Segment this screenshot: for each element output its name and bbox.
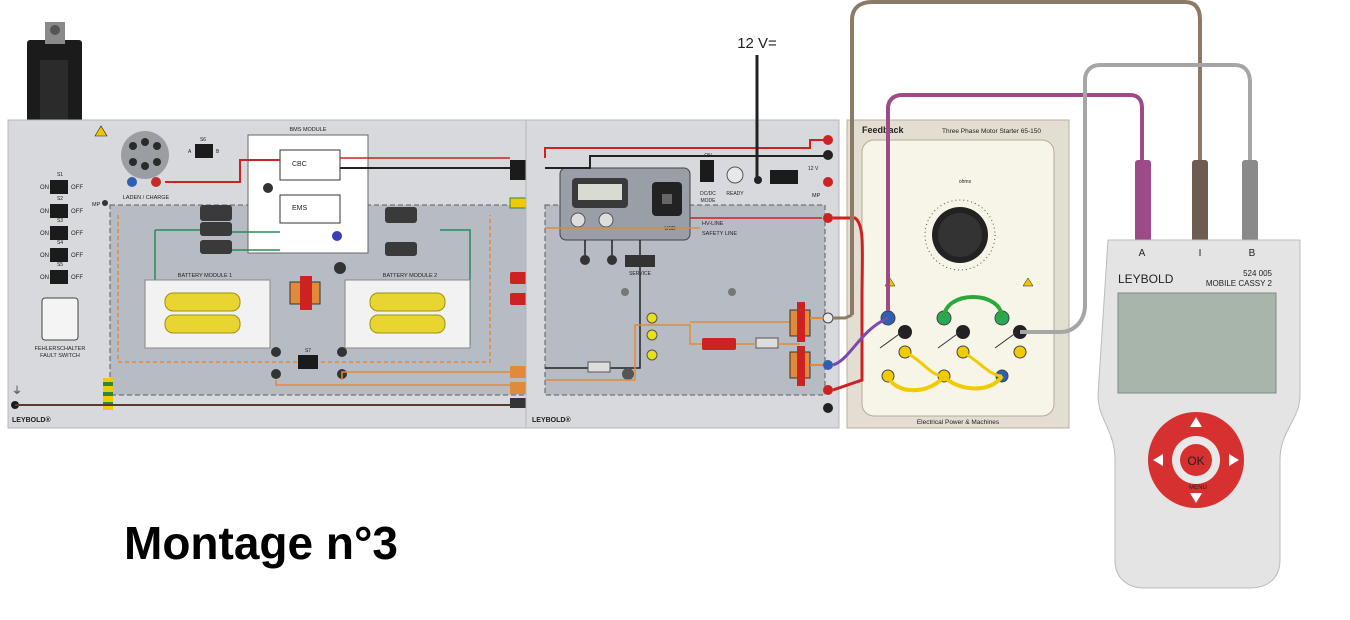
model-number: 524 005 [1243,269,1272,278]
off-label: OFF [71,275,83,281]
battery-module-1: BATTERY MODULE 1 [144,273,271,349]
off-label: OFF [71,231,83,237]
s7-label: S7 [305,348,311,354]
up-arrow-icon[interactable] [1190,417,1202,427]
service-label: SERVICE [629,271,652,277]
twelve-v-label: 12 V [808,166,819,172]
model-name: MOBILE CASSY 2 [1206,279,1273,288]
toggle-switch[interactable] [50,226,68,240]
on-label: ON [40,231,49,237]
toggle-switch[interactable] [50,204,68,218]
s7-switch[interactable] [298,355,318,369]
mp-label: MP [812,193,821,199]
cassy-screen [1117,292,1277,394]
right-arrow-icon[interactable] [1229,454,1239,466]
off-label: OFF [71,253,83,259]
toggle-switch[interactable] [50,248,68,262]
s6-label: S6 [200,137,206,143]
on-label: ON [40,209,49,215]
ready-label: READY [726,191,744,197]
dcdc-label: DC/DC [700,191,716,197]
on-label: ON [40,253,49,259]
on-label: ON [40,185,49,191]
feedback-brand: Feedback [862,125,905,135]
socket-red[interactable] [823,385,833,395]
toggle-switch[interactable] [50,180,68,194]
warning-icon [1022,277,1034,287]
fault-switch-label: FAULT SWITCH [40,353,80,359]
dial-label: ohms [959,179,972,185]
probe-plug-b[interactable] [1242,160,1258,242]
battery1-label: BATTERY MODULE 1 [178,273,232,279]
left-arrow-icon[interactable] [1153,454,1163,466]
motor-starter-title: Three Phase Motor Starter 65-150 [942,128,1041,135]
switch-label: S4 [57,240,63,246]
switch-label: S1 [57,172,63,178]
down-arrow-icon[interactable] [1190,493,1202,503]
off-label: OFF [71,209,83,215]
switch-column: S1 ON OFF S2 ON OFF S3 ON OFF S4 ON [40,172,83,284]
warning-icon [94,125,108,137]
s6-b-label: B [216,149,220,155]
fault-switch-label: FEHLERSCHALTER [35,346,86,352]
off-label: OFF [71,185,83,191]
battery-panel: S1 ON OFF S2 ON OFF S3 ON OFF S4 ON [7,119,545,429]
s6-switch[interactable] [195,144,213,158]
motor-starter: Feedback Three Phase Motor Starter 65-15… [846,119,1070,429]
socket-blue[interactable] [823,360,833,370]
ground-icon: ⏚ [12,385,22,397]
hv-line-label: HV-LINE [702,221,724,227]
mode-label: MODE [701,198,717,204]
usb-label: USB [664,226,676,232]
charge-label: LADEN / CHARGE [123,195,170,201]
socket-yellow[interactable] [1013,345,1027,359]
display-unit: USB [559,167,691,241]
switch-label: S2 [57,196,63,202]
menu-label: MENU [1189,485,1207,491]
charge-socket-blue[interactable] [127,177,137,187]
battery-module-2: BATTERY MODULE 2 [344,273,471,349]
socket-black[interactable] [823,403,833,413]
toggle-switch[interactable] [50,270,68,284]
page-title: Montage n°3 [124,517,398,569]
safety-line-label: SAFETY LINE [702,231,737,237]
motor-starter-footer: Electrical Power & Machines [917,419,1000,426]
s6-a-label: A [188,149,192,155]
ems-label: EMS [292,205,308,212]
switch-label: S5 [57,262,63,268]
probe-plug-a[interactable] [1135,160,1151,242]
charge-connector: LADEN / CHARGE [121,131,170,201]
input-a-label: A [1139,248,1146,259]
control-panel: LEYBOLD® HV-LINE SAFETY LINE USB ON DC/D… [525,119,840,429]
mp-label: MP [92,202,101,208]
mobile-cassy: A I B LEYBOLD 524 005 MOBILE CASSY 2 OK … [1097,160,1301,589]
ok-label: OK [1187,454,1204,468]
bms-module: BMS MODULE CBC EMS [247,127,369,254]
input-b-label: B [1249,248,1256,259]
probe-plug-i[interactable] [1192,160,1208,242]
socket-red[interactable] [823,177,833,187]
charge-socket-red[interactable] [151,177,161,187]
socket-white[interactable] [822,312,834,324]
brand-label: LEYBOLD® [532,416,571,424]
battery2-label: BATTERY MODULE 2 [383,273,437,279]
cbc-label: CBC [292,161,307,168]
supply-label: 12 V= [737,35,777,52]
socket-red[interactable] [823,213,833,223]
brand-label: LEYBOLD® [12,416,51,424]
bms-title: BMS MODULE [290,127,327,133]
input-i-label: I [1199,248,1202,259]
on-label: ON [40,275,49,281]
fault-switch[interactable] [41,297,79,341]
switch-label: S3 [57,218,63,224]
leybold-brand: LEYBOLD [1118,272,1174,286]
dcdc-switch[interactable] [700,160,714,182]
